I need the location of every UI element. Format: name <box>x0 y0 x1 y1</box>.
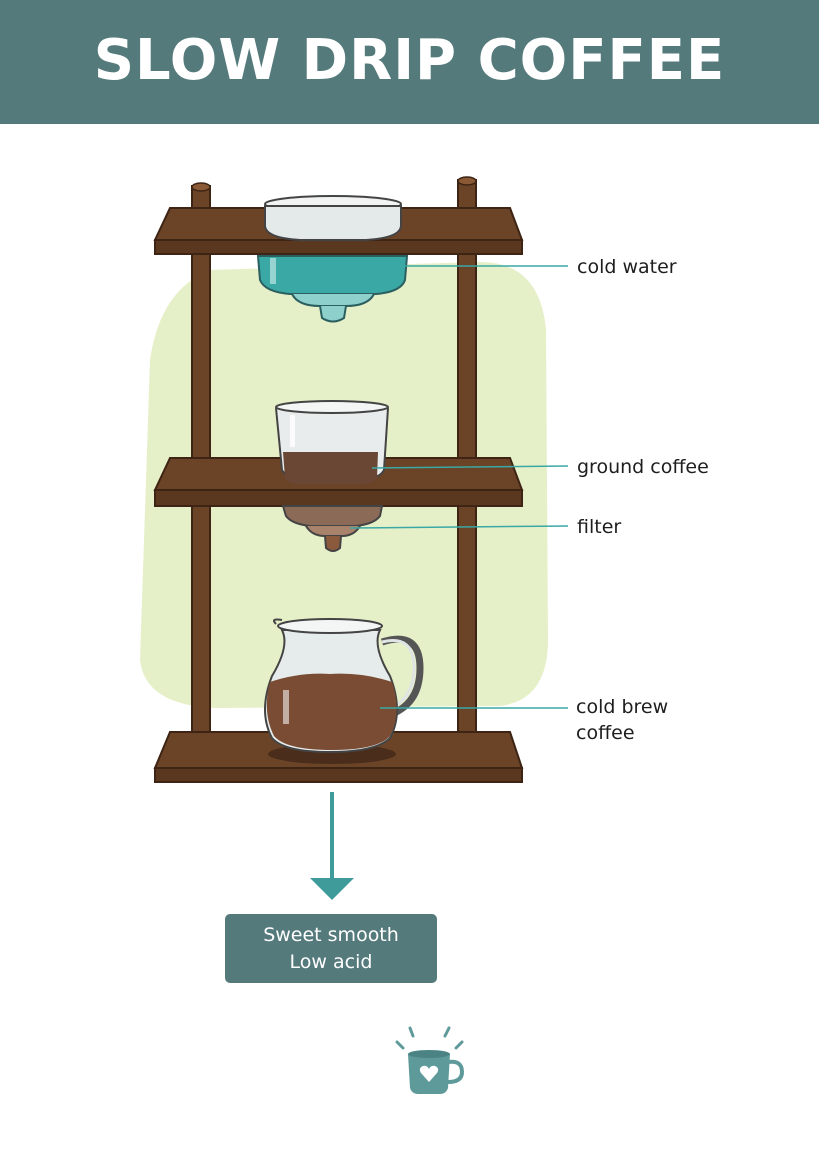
leader-line-filter <box>349 525 569 529</box>
header-banner: SLOW DRIP COFFEE <box>0 0 819 124</box>
label-cold-brew-line2: coffee <box>576 722 635 744</box>
down-arrow-icon <box>310 792 354 900</box>
post-right-top <box>457 176 477 186</box>
water-tower <box>256 195 409 323</box>
label-cold-water: cold water <box>577 256 677 278</box>
result-box: Sweet smooth Low acid <box>225 914 437 983</box>
leader-line-ground-coffee <box>371 465 569 469</box>
post-left-top <box>191 182 211 192</box>
top-shelf <box>153 207 524 255</box>
carafe <box>264 618 424 754</box>
coffee-chamber <box>275 400 389 552</box>
post-right-lower <box>457 505 477 733</box>
post-left-lower <box>191 505 211 733</box>
result-line2: Low acid <box>289 950 373 973</box>
label-cold-brew-line1: cold brew <box>576 696 669 718</box>
label-cold-brew-coffee: cold brew coffee <box>576 694 668 746</box>
mug-heart-icon <box>395 1026 465 1094</box>
label-ground-coffee: ground coffee <box>577 456 709 478</box>
result-line1: Sweet smooth <box>263 923 399 946</box>
page-title: SLOW DRIP COFFEE <box>93 27 726 93</box>
label-filter: filter <box>577 516 622 538</box>
